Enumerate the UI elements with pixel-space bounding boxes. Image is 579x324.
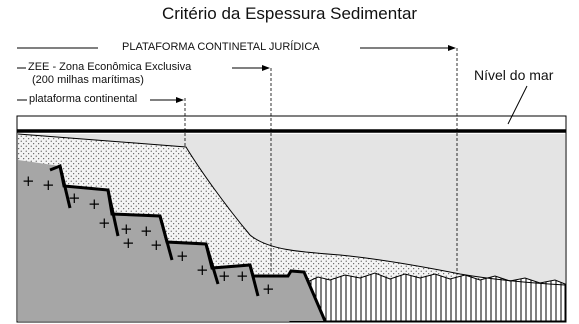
svg-text:+: +	[22, 172, 35, 190]
svg-text:+: +	[218, 267, 231, 285]
diagram-title: Critério da Espessura Sedimentar	[161, 4, 418, 23]
svg-text:+: +	[150, 236, 163, 254]
svg-text:+: +	[120, 220, 133, 238]
sea-level-pointer	[507, 85, 528, 125]
svg-text:+: +	[176, 247, 189, 265]
svg-text:+: +	[196, 261, 209, 279]
svg-text:+: +	[236, 267, 249, 285]
svg-text:+: +	[140, 222, 153, 240]
svg-text:+: +	[98, 214, 111, 232]
oceanic-crust	[289, 272, 566, 322]
svg-text:+: +	[88, 195, 101, 213]
fault-line	[158, 215, 174, 261]
fault-line	[58, 165, 72, 209]
fault-line	[248, 264, 260, 297]
svg-text:+: +	[122, 234, 135, 252]
svg-text:+: +	[262, 280, 275, 298]
basement-crosses: ++ ++ +++ ++ ++ ++ +	[22, 172, 275, 298]
label-zee-subtitle: (200 milhas marítimas)	[32, 74, 144, 86]
label-sea-level: Nível do mar	[474, 67, 554, 83]
svg-text:+: +	[42, 176, 55, 194]
label-continental-shelf: plataforma continental	[29, 93, 138, 105]
continental-basement	[18, 160, 325, 321]
svg-text:+: +	[68, 189, 81, 207]
fault-line	[204, 243, 220, 285]
label-juridical-shelf: PLATAFORMA CONTINETAL JURÍDICA	[122, 41, 320, 53]
label-zee: ZEE - Zona Econômica Exclusiva	[28, 61, 192, 73]
fault-line	[106, 189, 120, 237]
sea-surface-band	[16, 115, 567, 131]
sediment-surface	[17, 133, 566, 286]
